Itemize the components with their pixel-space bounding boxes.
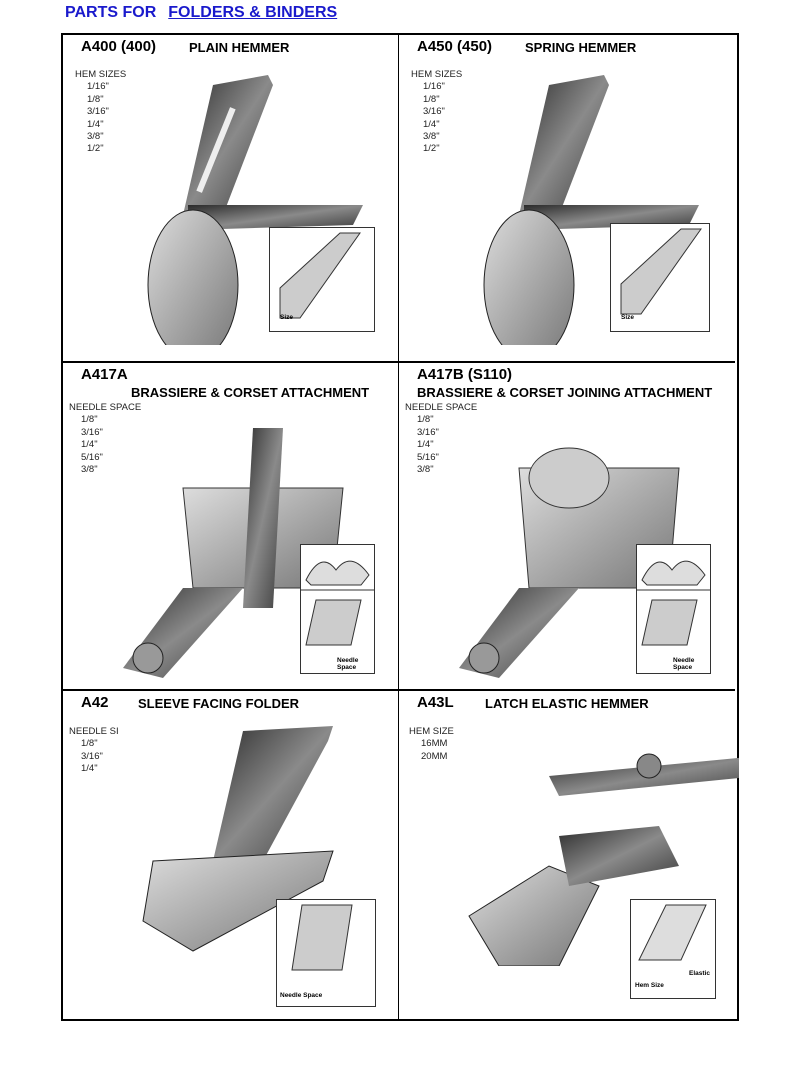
size: 1/8": [87, 93, 104, 105]
size-label: HEM SIZE: [409, 726, 454, 737]
diagram-label: Size: [280, 314, 294, 321]
size: 1/8": [81, 414, 98, 426]
size: 3/16": [423, 106, 445, 118]
size: 1/8": [81, 738, 98, 750]
size: 16MM: [421, 738, 448, 750]
size-label: HEM SIZES: [75, 69, 127, 80]
part-card-a417a: A417A BRASSIERE & CORSET ATTACHMENT NEED…: [63, 363, 399, 691]
size-label: HEM SIZES: [411, 69, 463, 80]
hemmer-illustration: [147, 75, 363, 345]
size: 1/4": [417, 439, 434, 451]
diagram-label: Elastic: [689, 970, 710, 977]
part-name: SLEEVE FACING FOLDER: [138, 696, 300, 711]
part-code: A417A: [81, 366, 128, 383]
size: 1/8": [417, 414, 434, 426]
diagram-inset: Needle Space: [276, 899, 376, 1007]
part-code: A400 (400): [81, 38, 157, 55]
folders-binders-link[interactable]: FOLDERS & BINDERS: [168, 4, 338, 21]
size: 5/16": [81, 451, 103, 463]
diagram-label: Needle Space: [337, 657, 359, 671]
size: 3/16": [87, 106, 109, 118]
size: 5/16": [417, 451, 439, 463]
hemmer-illustration: [468, 753, 739, 966]
diagram-label: Needle Space: [673, 657, 695, 671]
size: 1/4": [423, 118, 440, 130]
size: 3/8": [81, 464, 98, 476]
size: 3/8": [423, 131, 440, 143]
size: 3/16": [81, 426, 103, 438]
diagram-inset: Size: [269, 227, 375, 332]
page-header: PARTS FOR FOLDERS & BINDERS: [65, 4, 337, 22]
part-card-a417b: A417B (S110) BRASSIERE & CORSET JOINING …: [399, 363, 735, 691]
size-label: NEEDLE SI: [69, 726, 119, 737]
diagram-inset: Size: [610, 223, 710, 332]
header-prefix: PARTS FOR: [65, 4, 157, 21]
size: 1/2": [423, 143, 440, 155]
part-name: PLAIN HEMMER: [189, 40, 290, 55]
size: 1/16": [423, 81, 445, 93]
size: 1/4": [87, 118, 104, 130]
size: 1/4": [81, 763, 98, 775]
size-label: NEEDLE SPACE: [405, 402, 478, 413]
diagram-inset: Needle Space: [636, 544, 711, 674]
diagram-label: Hem Size: [635, 982, 664, 989]
part-code: A42: [81, 694, 109, 711]
diagram-label: Needle Space: [280, 992, 323, 999]
size-label: NEEDLE SPACE: [69, 402, 142, 413]
part-code: A43L: [417, 694, 454, 711]
part-name: BRASSIERE & CORSET JOINING ATTACHMENT: [417, 385, 713, 400]
folder-illustration: [142, 726, 334, 952]
part-code: A417B (S110): [417, 366, 513, 383]
size: 20MM: [421, 750, 448, 762]
part-code: A450 (450): [417, 38, 493, 55]
size: 3/8": [87, 131, 104, 143]
part-name: BRASSIERE & CORSET ATTACHMENT: [131, 385, 370, 400]
size: 3/16": [81, 750, 103, 762]
diagram-label: Size: [621, 314, 635, 321]
size: 1/8": [423, 93, 440, 105]
size: 1/16": [87, 81, 109, 93]
part-name: SPRING HEMMER: [525, 40, 637, 55]
size: 1/4": [81, 439, 98, 451]
diagram-inset: Needle Space: [300, 544, 375, 674]
size: 1/2": [87, 143, 104, 155]
size: 3/8": [417, 464, 434, 476]
size: 3/16": [417, 426, 439, 438]
part-name: LATCH ELASTIC HEMMER: [485, 696, 649, 711]
diagram-inset: Hem Size Elastic: [630, 899, 716, 999]
